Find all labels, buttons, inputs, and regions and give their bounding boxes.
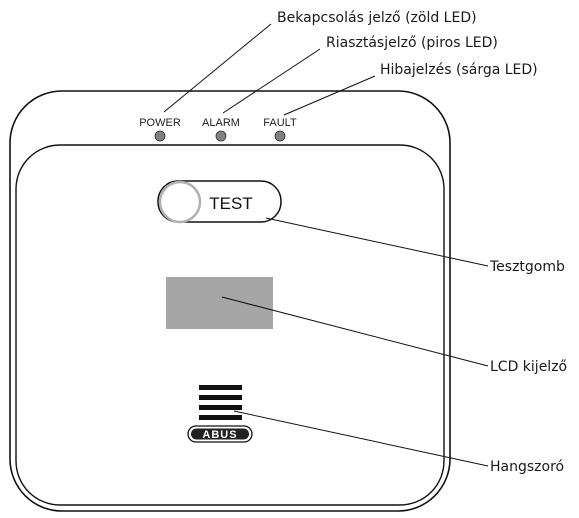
test-button-callout: Tesztgomb <box>489 259 565 275</box>
brand-logo: ABUS <box>187 425 253 443</box>
lcd-callout: LCD kijelző <box>490 359 567 375</box>
speaker-leader <box>233 410 489 467</box>
test-button[interactable]: TEST <box>157 180 282 224</box>
speaker-slot <box>199 385 242 390</box>
fault-led <box>274 130 286 142</box>
alarm-led-callout: Riasztásjelző (piros LED) <box>326 35 498 51</box>
fault-led-callout: Hibajelzés (sárga LED) <box>380 62 538 78</box>
power-led-callout: Bekapcsolás jelző (zöld LED) <box>277 10 477 26</box>
alarm-led-label: ALARM <box>202 117 240 129</box>
test-button-label: TEST <box>209 194 252 213</box>
speaker-grille-icon <box>199 385 242 420</box>
power-led <box>154 130 166 142</box>
speaker-slot <box>199 395 242 400</box>
brand-logo-inner <box>191 428 249 440</box>
power-led-label: POWER <box>139 117 181 129</box>
brand-logo-text: ABUS <box>202 429 237 441</box>
lcd-leader <box>221 296 489 367</box>
alarm-led <box>215 130 227 142</box>
test-button-leader <box>265 217 489 267</box>
alarm-led-leader <box>222 48 321 114</box>
fault-led-leader <box>283 75 376 116</box>
fault-led-label: FAULT <box>263 117 297 129</box>
lcd-display <box>166 277 273 329</box>
test-button-knob-icon <box>158 180 202 224</box>
speaker-slot <box>199 405 242 410</box>
speaker-slot <box>199 415 242 420</box>
speaker-callout: Hangszoró <box>490 459 564 475</box>
power-led-leader <box>163 23 272 113</box>
